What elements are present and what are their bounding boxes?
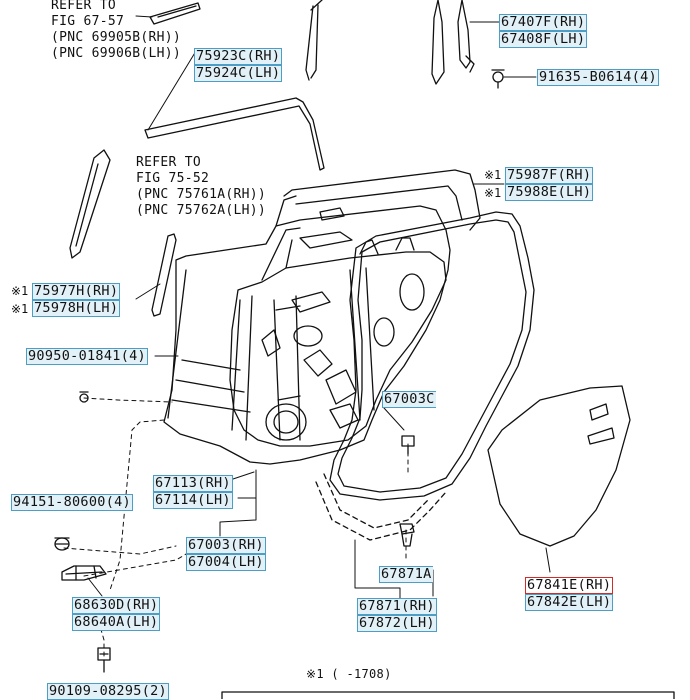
reference-note-line: (PNC 75761A(RH)): [136, 187, 267, 202]
part-label-94151[interactable]: 94151-80600(4): [11, 494, 133, 511]
applique-75761: [69, 149, 111, 259]
channel-strip-75977: [151, 233, 177, 317]
part-label-68630D[interactable]: 68630D(RH): [72, 597, 161, 614]
part-label-75987F[interactable]: 75987F(RH): [505, 167, 594, 184]
part-label-75988E[interactable]: 75988E(LH): [505, 184, 594, 201]
door-inner-panel: [229, 251, 447, 447]
part-label-67114[interactable]: 67114(LH): [153, 492, 233, 509]
door-check-68630: [61, 565, 107, 581]
door-outer-frame: [283, 169, 481, 231]
weatherstrip-75923: [144, 97, 325, 171]
part-label-75978H[interactable]: 75978H(LH): [32, 300, 121, 317]
part-label-67871A[interactable]: 67871A: [379, 566, 433, 583]
belt-moulding-strip: [149, 2, 201, 25]
service-hole-cover: [487, 385, 631, 547]
bolt-90950: [79, 391, 89, 403]
part-label-67003[interactable]: 67003(RH): [186, 537, 266, 554]
part-label-67871[interactable]: 67871(RH): [357, 598, 437, 615]
opening-weatherstrip-dashed: [315, 481, 447, 541]
part-label-67842E[interactable]: 67842E(LH): [525, 594, 614, 611]
nut-94151: [54, 537, 70, 551]
part-label-91635[interactable]: 91635-B0614(4): [537, 69, 659, 86]
part-label-67872[interactable]: 67872(LH): [357, 615, 437, 632]
door-outer-shell: [163, 205, 451, 465]
reference-note-top: REFER TO FIG 67-57 (PNC 69905B(RH)) (PNC…: [51, 0, 181, 62]
window-regulator: [273, 295, 301, 441]
speaker-hole: [265, 403, 307, 441]
part-label-67004[interactable]: 67004(LH): [186, 554, 266, 571]
frame-moulding-67407: [431, 0, 445, 85]
part-label-75924C[interactable]: 75924C(LH): [194, 65, 283, 82]
part-label-90950[interactable]: 90950-01841(4): [26, 348, 148, 365]
reference-note-line: (PNC 75762A(LH)): [136, 203, 267, 218]
part-label-90109[interactable]: 90109-08295(2): [47, 683, 169, 700]
reference-note-line: FIG 67-57: [51, 14, 125, 29]
part-label-67003C[interactable]: 67003C: [382, 391, 436, 408]
clip-91635: [491, 69, 505, 89]
door-weatherstrip-75987: [329, 211, 535, 501]
reference-note-line: REFER TO: [136, 155, 202, 170]
part-label-67841E-selected[interactable]: 67841E(RH): [525, 577, 614, 594]
note-marker: ※1: [11, 284, 29, 298]
reference-note-line: FIG 75-52: [136, 171, 210, 186]
reference-note-line: REFER TO: [51, 0, 117, 13]
part-label-67408F[interactable]: 67408F(LH): [499, 31, 588, 48]
part-label-75977H[interactable]: 75977H(RH): [32, 283, 121, 300]
part-label-68640A[interactable]: 68640A(LH): [72, 614, 161, 631]
bolt-90109: [97, 647, 111, 673]
bottom-panel-edge: [221, 691, 675, 699]
note-marker: ※1: [484, 186, 502, 200]
reference-note-line: (PNC 69905B(RH)): [51, 30, 182, 45]
part-label-75923C[interactable]: 75923C(RH): [194, 48, 283, 65]
part-label-67407F[interactable]: 67407F(RH): [499, 14, 588, 31]
belt-moulding-strip-inner: [157, 5, 197, 18]
note-marker: ※1: [11, 302, 29, 316]
note-marker: ※1: [484, 168, 502, 182]
part-label-67113[interactable]: 67113(RH): [153, 475, 233, 492]
clip-67871A: [399, 523, 415, 547]
bolt-67003: [401, 435, 415, 455]
upper-channel-strip: [305, 0, 323, 81]
reference-note-middle: REFER TO FIG 75-52 (PNC 75761A(RH)) (PNC…: [136, 155, 266, 219]
footnote: ※1 ( -1708): [306, 667, 392, 681]
reference-note-line: (PNC 69906B(LH)): [51, 46, 182, 61]
